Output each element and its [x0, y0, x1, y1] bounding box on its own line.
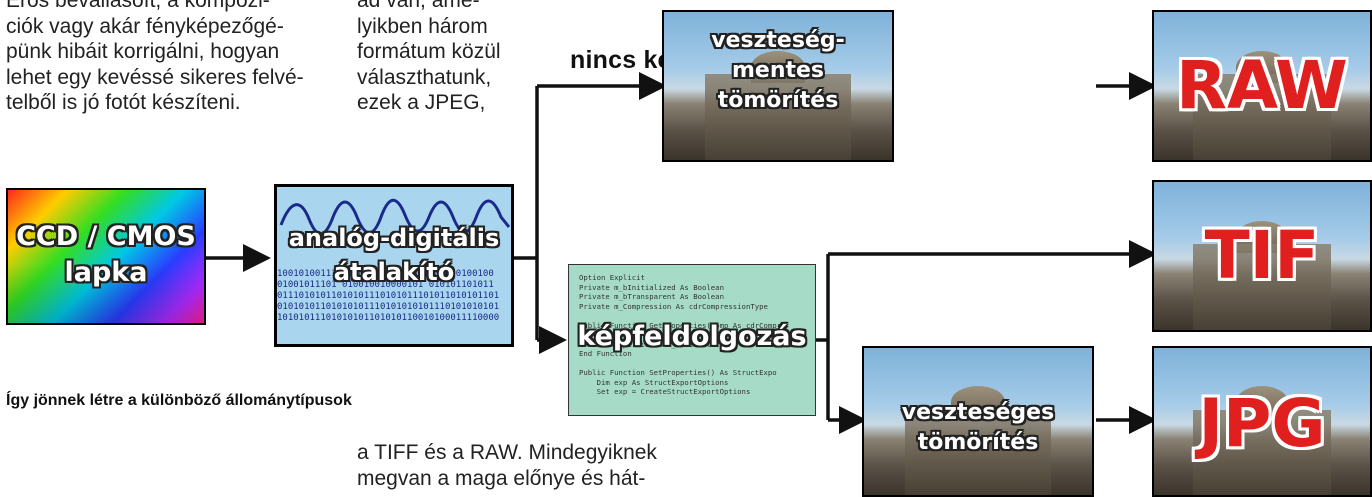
- text-line: ciók vagy akár fényképezőgé-: [6, 14, 284, 38]
- text-line: pünk hibáit korrigálni, hogyan: [6, 40, 280, 63]
- ccd-cmos-box: CCD / CMOS lapka: [6, 188, 206, 325]
- processing-box: Option Explicit Private m_bInitialized A…: [568, 264, 816, 416]
- lossless-compression-box: veszteség- mentes tömörítés: [662, 10, 894, 162]
- binary-row: 0101010110101010111010101010111010101010…: [277, 302, 500, 312]
- text-line: megvan a maga előnye és hát-: [357, 466, 646, 490]
- lossless-label-1: veszteség-: [711, 28, 845, 53]
- lossy-compression-box: veszteséges tömörítés: [862, 346, 1094, 497]
- text-line: választhatunk,: [357, 65, 492, 89]
- ccd-label: CCD / CMOS: [16, 221, 196, 252]
- text-line: ad van, ame-: [357, 0, 480, 12]
- building-image: [1192, 244, 1332, 330]
- adc-label: analóg-digitális: [288, 224, 500, 252]
- building-image: [705, 74, 851, 160]
- text-line: a TIFF és a RAW. Mindegyiknek: [357, 441, 657, 464]
- left-text-column: Erős bevallásoft, a kompozi- ciók vagy a…: [6, 0, 304, 116]
- building-image: [1192, 409, 1332, 495]
- bottom-text-column: a TIFF és a RAW. Mindegyiknek megvan a m…: [357, 440, 657, 491]
- text-line: telből is jó fotót készíteni.: [6, 91, 241, 114]
- binary-row: 0111010101101010111010101110101101010110…: [277, 291, 500, 301]
- text-line: formátum közül: [357, 40, 501, 63]
- lossy-label-2: tömörítés: [917, 430, 1039, 455]
- building-image: [905, 409, 1051, 495]
- lossy-label-1: veszteséges: [901, 400, 1055, 425]
- jpg-label: JPG: [1198, 385, 1326, 462]
- building-image: [1192, 74, 1332, 160]
- tif-format-box: TIF: [1152, 180, 1372, 332]
- text-line: ezek a JPEG,: [357, 91, 486, 114]
- middle-text-column: ad van, ame- lyikben három formátum közü…: [357, 0, 501, 116]
- jpg-format-box: JPG: [1152, 346, 1372, 497]
- binary-row: 01001011101 010010010000101 010101101011: [277, 280, 494, 290]
- processing-label: képfeldolgozás: [577, 321, 807, 352]
- text-line: lyikben három: [357, 14, 488, 38]
- tif-label: TIF: [1204, 217, 1320, 294]
- code-snippet: Option Explicit Private m_bInitialized A…: [579, 273, 782, 396]
- ccd-sublabel: lapka: [64, 257, 148, 288]
- figure-caption: Így jönnek létre a különböző állománytíp…: [6, 392, 352, 409]
- lossless-label-3: tömörítés: [717, 88, 839, 113]
- lossless-label-2: mentes: [731, 58, 825, 83]
- raw-format-box: RAW: [1152, 10, 1372, 162]
- binary-row: 10010100111 01001101001000 1100000100100: [277, 269, 494, 279]
- adc-sublabel: átalakító: [333, 258, 455, 286]
- analog-wave-icon: [279, 198, 511, 236]
- raw-label: RAW: [1176, 47, 1348, 124]
- text-line: Erős bevallásoft, a kompozi-: [6, 0, 270, 12]
- adc-box: analóg-digitális 10010100111 01001101001…: [274, 184, 514, 347]
- text-line: lehet egy kevéssé sikeres felvé-: [6, 65, 304, 89]
- binary-row: 1010101110101010110101011001010001111000…: [277, 313, 500, 323]
